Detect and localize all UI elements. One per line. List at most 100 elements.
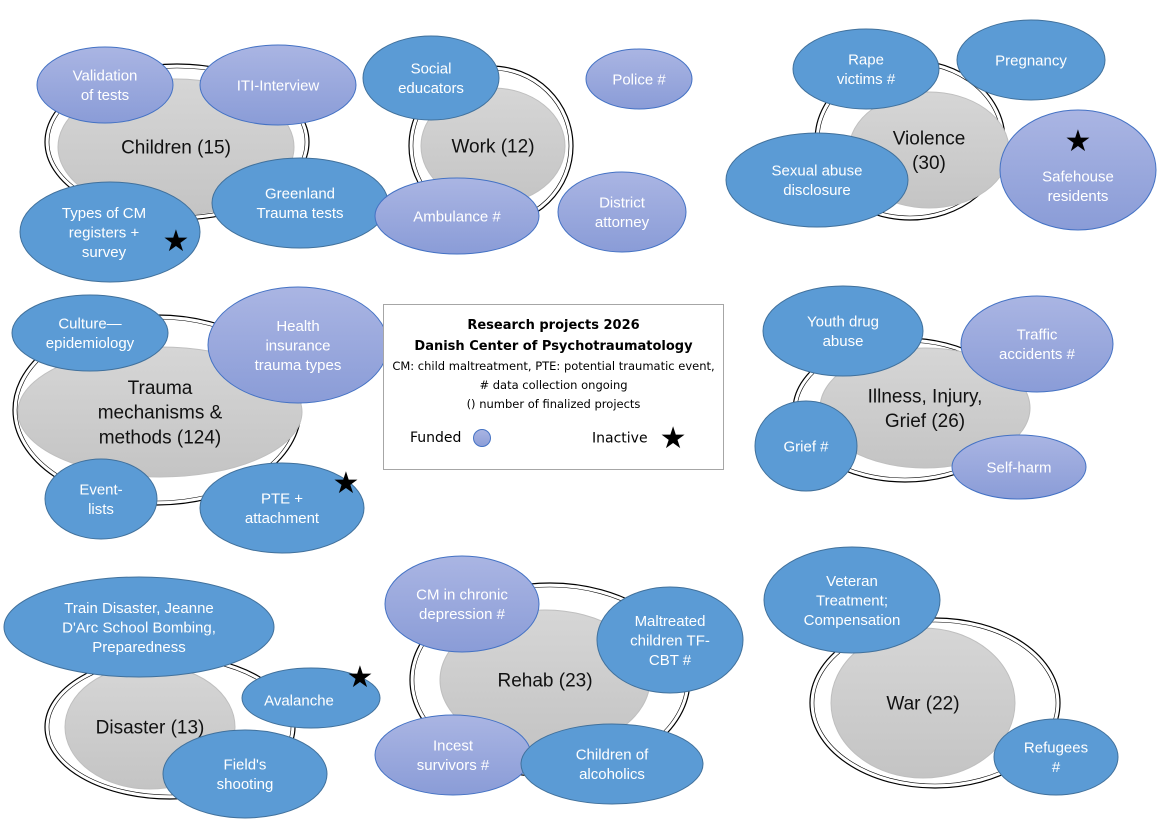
hub-title: Violence(30): [893, 128, 966, 174]
hub-title: Children (15): [121, 138, 231, 159]
project-bubble[interactable]: [199, 462, 365, 554]
project-bubble[interactable]: [725, 132, 909, 228]
hub-title: Illness, Injury,Grief (26): [868, 386, 983, 432]
project-bubble[interactable]: [241, 667, 381, 729]
legend-hash-note: # data collection ongoing: [479, 378, 628, 392]
cluster-inner-ring: [813, 621, 1057, 785]
legend-inactive: Inactive ★: [592, 421, 686, 456]
project-label: Refugees#: [1024, 740, 1088, 777]
project-bubble[interactable]: [11, 294, 169, 372]
project-bubble[interactable]: [956, 19, 1106, 101]
funded-bubble[interactable]: [585, 48, 693, 110]
project-culture-epidemiology[interactable]: Culture—epidemiology: [11, 294, 169, 372]
project-bubble[interactable]: [3, 576, 275, 678]
project-bubble[interactable]: [44, 458, 158, 540]
project-bubble[interactable]: [19, 181, 201, 283]
project-label: Self-harm: [986, 459, 1051, 476]
inactive-star-icon: ★: [163, 225, 190, 258]
project-grief[interactable]: Grief #: [754, 400, 858, 492]
funded-bubble[interactable]: [374, 714, 532, 796]
star-icon: ★: [659, 421, 687, 456]
hub-title: Rehab (23): [497, 671, 592, 692]
project-label: ITI-Interview: [237, 77, 320, 94]
funded-bubble[interactable]: [557, 171, 687, 253]
project-event-lists[interactable]: Event-lists: [44, 458, 158, 540]
legend-inactive-label: Inactive: [592, 430, 648, 447]
funded-swatch-icon: [473, 429, 492, 447]
project-bubble[interactable]: [211, 157, 389, 249]
funded-bubble[interactable]: [960, 295, 1114, 393]
project-self-harm[interactable]: Self-harm: [951, 434, 1087, 500]
project-pregnancy[interactable]: Pregnancy: [956, 19, 1106, 101]
project-label: Grief #: [783, 438, 829, 455]
inactive-star-icon: ★: [333, 467, 360, 500]
project-ambulance[interactable]: Ambulance #: [374, 177, 540, 255]
project-bubble[interactable]: [520, 723, 704, 805]
project-bubble[interactable]: [362, 35, 500, 121]
project-pte-attachment[interactable]: PTE +attachment ★: [199, 462, 365, 554]
funded-bubble[interactable]: [374, 177, 540, 255]
funded-bubble[interactable]: [951, 434, 1087, 500]
project-label: Event-lists: [79, 482, 122, 519]
project-avalanche[interactable]: Avalanche★: [241, 661, 381, 729]
project-label: PTE +attachment: [245, 491, 320, 528]
project-bubble[interactable]: [754, 400, 858, 492]
hub-title: War (22): [886, 694, 959, 715]
legend-title: Research projects 2026: [467, 318, 640, 333]
funded-bubble[interactable]: [199, 44, 357, 126]
project-police[interactable]: Police #: [585, 48, 693, 110]
funded-bubble[interactable]: [384, 555, 540, 653]
project-bubble[interactable]: [162, 729, 328, 819]
hub-title: Disaster (13): [96, 718, 205, 739]
funded-bubble[interactable]: [36, 46, 174, 124]
project-iti-interview[interactable]: ITI-Interview: [199, 44, 357, 126]
project-refugees[interactable]: Refugees#: [993, 718, 1119, 796]
project-bubble[interactable]: [993, 718, 1119, 796]
project-bubble[interactable]: [792, 28, 940, 110]
project-bubble[interactable]: [596, 586, 744, 694]
project-bubble[interactable]: [763, 546, 941, 654]
project-label: Culture—epidemiology: [46, 316, 135, 353]
funded-bubble[interactable]: [999, 109, 1157, 231]
project-bubble[interactable]: [762, 285, 924, 377]
